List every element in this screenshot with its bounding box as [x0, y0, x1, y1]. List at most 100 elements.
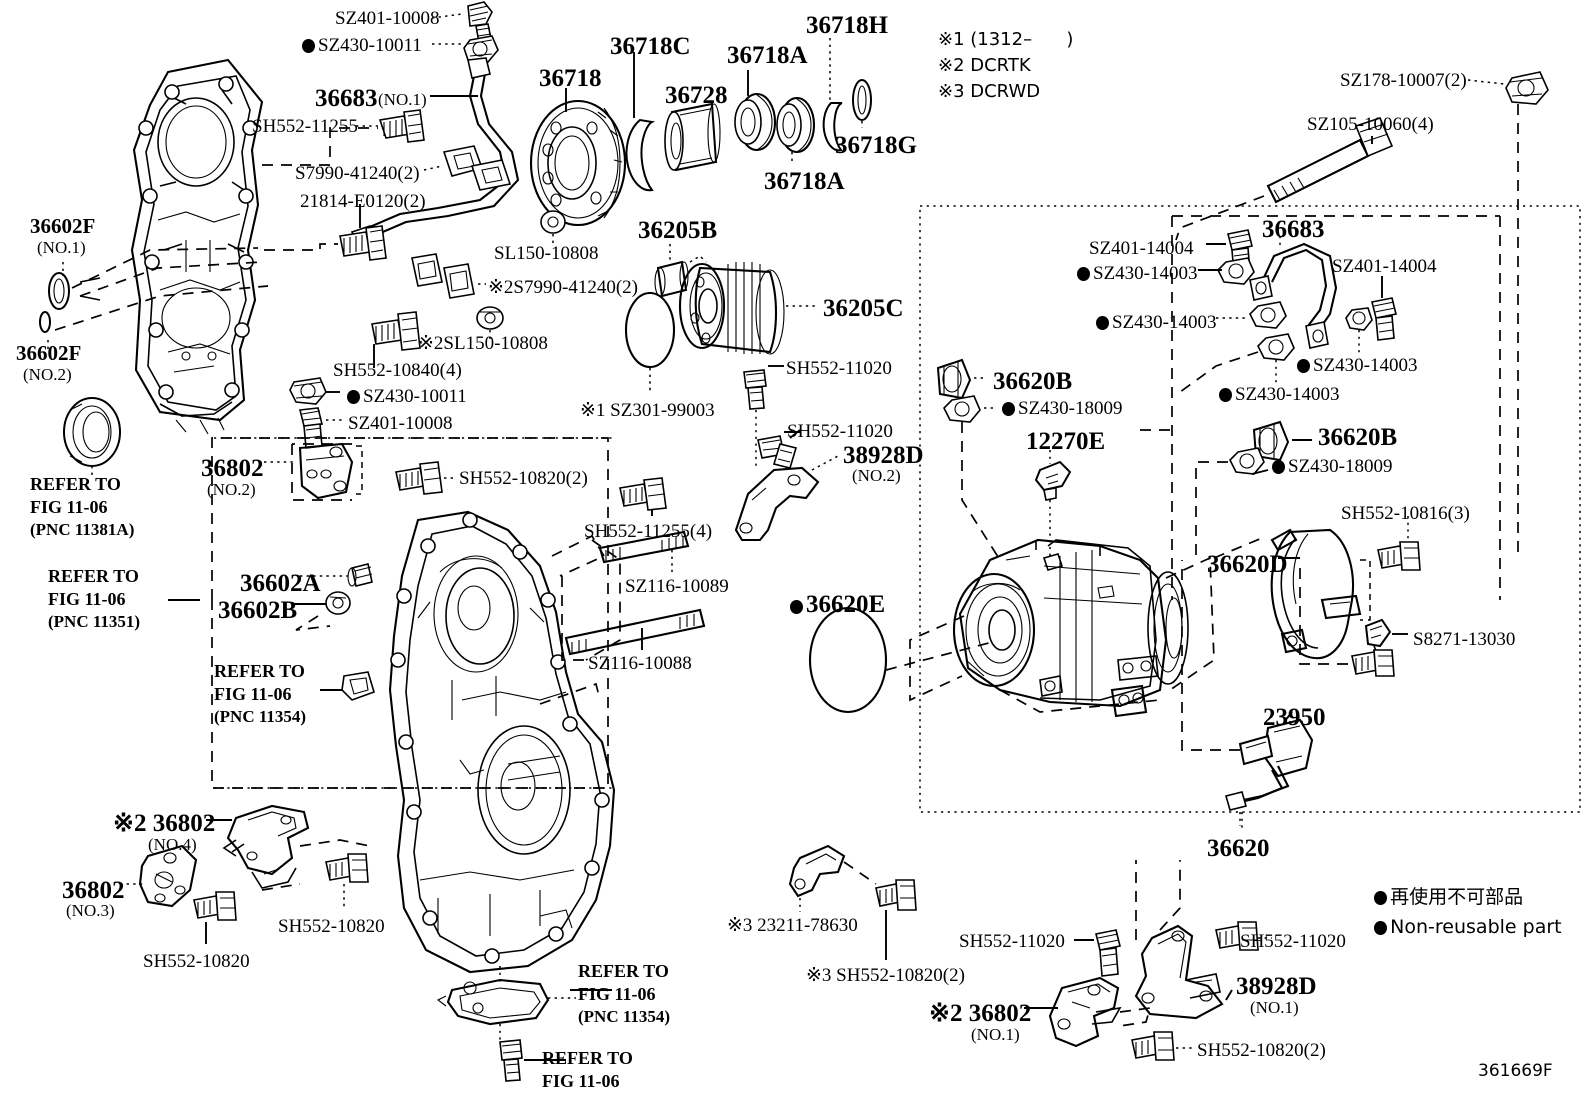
washer-sl150-10808-note2 [476, 306, 504, 330]
part-label-text: 36620E [806, 591, 886, 618]
part-label-text: (NO.1) [378, 90, 427, 109]
legend-japanese-text: 再使用不可部品 [1390, 886, 1524, 909]
bracket-36802-no3 [138, 844, 198, 908]
part-label-text: SZ116-10088 [588, 653, 692, 674]
legend-english-text: Non-reusable part [1390, 916, 1562, 939]
part-label-text: 36718A [727, 42, 808, 69]
bolt-sz105-10060 [1266, 117, 1394, 204]
part-label-text: 36718A [764, 168, 845, 195]
part-label-text: SZ178-10007(2) [1340, 70, 1467, 91]
part-label-l55: SH552-10820(2) [1197, 1040, 1326, 1061]
part-label-text: 36205C [823, 295, 904, 322]
part-label-l22: 36718H [806, 12, 888, 40]
refer-line: FIG 11-06 [214, 684, 292, 705]
part-label-text: ※2S7990-41240(2) [488, 277, 638, 298]
part-label-text: 36602B [218, 597, 298, 624]
part-label-text: 36602F [16, 341, 82, 365]
part-label-text: 36718C [610, 33, 691, 60]
part-label-l08: 36602F [30, 214, 95, 239]
part-label-text: SZ105-10060(4) [1307, 114, 1434, 135]
part-label-l16: SZ430-10011 [347, 386, 467, 407]
clip-s7990-41240 [442, 145, 512, 191]
part-label-text: SZ401-14004 [1089, 238, 1194, 259]
part-label-l37: SZ116-10088 [588, 653, 692, 674]
bracket-38928d-no1 [1134, 924, 1224, 1020]
nut-sz430-18009-right [1229, 447, 1265, 475]
part-label-l43: 36802 [62, 877, 125, 905]
refer-line: REFER TO [578, 961, 669, 981]
nut-sz430-10011-left [289, 377, 327, 405]
bracket-36802-no1 [1048, 976, 1122, 1048]
bolt-sh552-10820-mid [325, 853, 369, 883]
plug-36602a [347, 563, 373, 587]
oil-seal-36602f-no2 [39, 311, 51, 333]
part-label-text: ※2 36802 [929, 1000, 1032, 1027]
part-label-l59: SZ401-14004 [1089, 238, 1194, 259]
part-label-l09: (NO.1) [37, 238, 86, 257]
part-label-text: SH552-11020 [959, 931, 1065, 952]
part-label-l15: SH552-10840(4) [333, 360, 462, 381]
part-label-text: SH552-11020 [787, 421, 893, 442]
part-label-text: 38928D [843, 442, 924, 469]
part-label-text: (NO.2) [23, 365, 72, 384]
part-label-l36: SZ116-10089 [625, 576, 729, 597]
part-label-l38: 36602A [240, 570, 321, 598]
part-label-text: SZ116-10089 [625, 576, 729, 597]
nonreusable-dot [1077, 267, 1090, 281]
note-2: ※2 DCRTK [938, 55, 1031, 76]
nonreusable-dot [1272, 460, 1285, 474]
part-label-l60: SZ430-14003 [1077, 263, 1198, 284]
bolt-sh552-10840 [371, 311, 421, 351]
part-label-l40: 36620E [790, 591, 885, 619]
part-label-text: SZ401-10008 [348, 413, 453, 434]
part-label-text: SH552-10840(4) [333, 360, 462, 381]
part-label-l13: ※2S7990-41240(2) [488, 277, 638, 298]
bolt-lower-right [1351, 649, 1395, 677]
part-label-l53: 38928D [1236, 973, 1317, 1001]
washer-sl150-10808-gear [540, 210, 566, 234]
part-label-text: SZ430-18009 [1018, 398, 1123, 419]
part-label-l65: 36620B [993, 368, 1072, 396]
part-label-text: 23950 [1263, 704, 1326, 731]
refer-line: FIG 11-06 [542, 1071, 620, 1092]
part-label-text: SZ430-14003 [1093, 263, 1198, 284]
part-label-l46: SH552-10820 [143, 951, 250, 972]
part-label-l25: 36205B [638, 217, 717, 245]
bolt-sz401-10008-left [299, 407, 323, 449]
part-label-text: 36683 [315, 85, 378, 112]
part-label-l34: SH552-10820(2) [459, 468, 588, 489]
bracket-36802-no2 [298, 442, 354, 500]
part-label-text: 36620B [993, 368, 1073, 395]
part-label-l63: SZ430-14003 [1297, 355, 1418, 376]
bolt-sh552-10820-2 [395, 461, 443, 495]
part-label-l52: SH552-11020 [1240, 931, 1346, 952]
part-label-text: SH552-10820 [143, 951, 250, 972]
figure-id: 361669F [1478, 1061, 1553, 1081]
part-label-text: 36728 [665, 82, 728, 109]
part-label-l49: ※2 36802 [929, 1000, 1031, 1028]
part-label-l33: (NO.2) [207, 480, 256, 499]
legend-english: Non-reusable part [1350, 896, 1562, 960]
part-label-l28: SH552-11020 [786, 358, 892, 379]
o-ring-36620e [808, 606, 888, 714]
part-label-l30: 38928D [843, 442, 924, 470]
gear-36718 [529, 99, 627, 227]
part-label-l74: 36620 [1207, 835, 1270, 863]
bolt-sh552-10820-left [193, 891, 237, 921]
nonreusable-dot [1219, 388, 1232, 402]
nonreusable-dot [1297, 359, 1310, 373]
oil-seal-36602f-no1 [48, 272, 70, 310]
bearing-36718a-1 [734, 92, 777, 152]
part-label-l47: ※3 23211-78630 [727, 915, 858, 936]
part-label-l35: SH552-11255(4) [584, 521, 712, 542]
part-label-text: 36205B [638, 217, 718, 244]
part-label-l23: 36718G [835, 132, 917, 160]
part-label-text: 21814-E0120(2) [300, 191, 426, 212]
refer-pnc: (PNC 11354) [578, 1007, 671, 1027]
grommet-pnc-11354-left [341, 671, 375, 701]
part-label-l66: SZ430-18009 [1002, 398, 1123, 419]
